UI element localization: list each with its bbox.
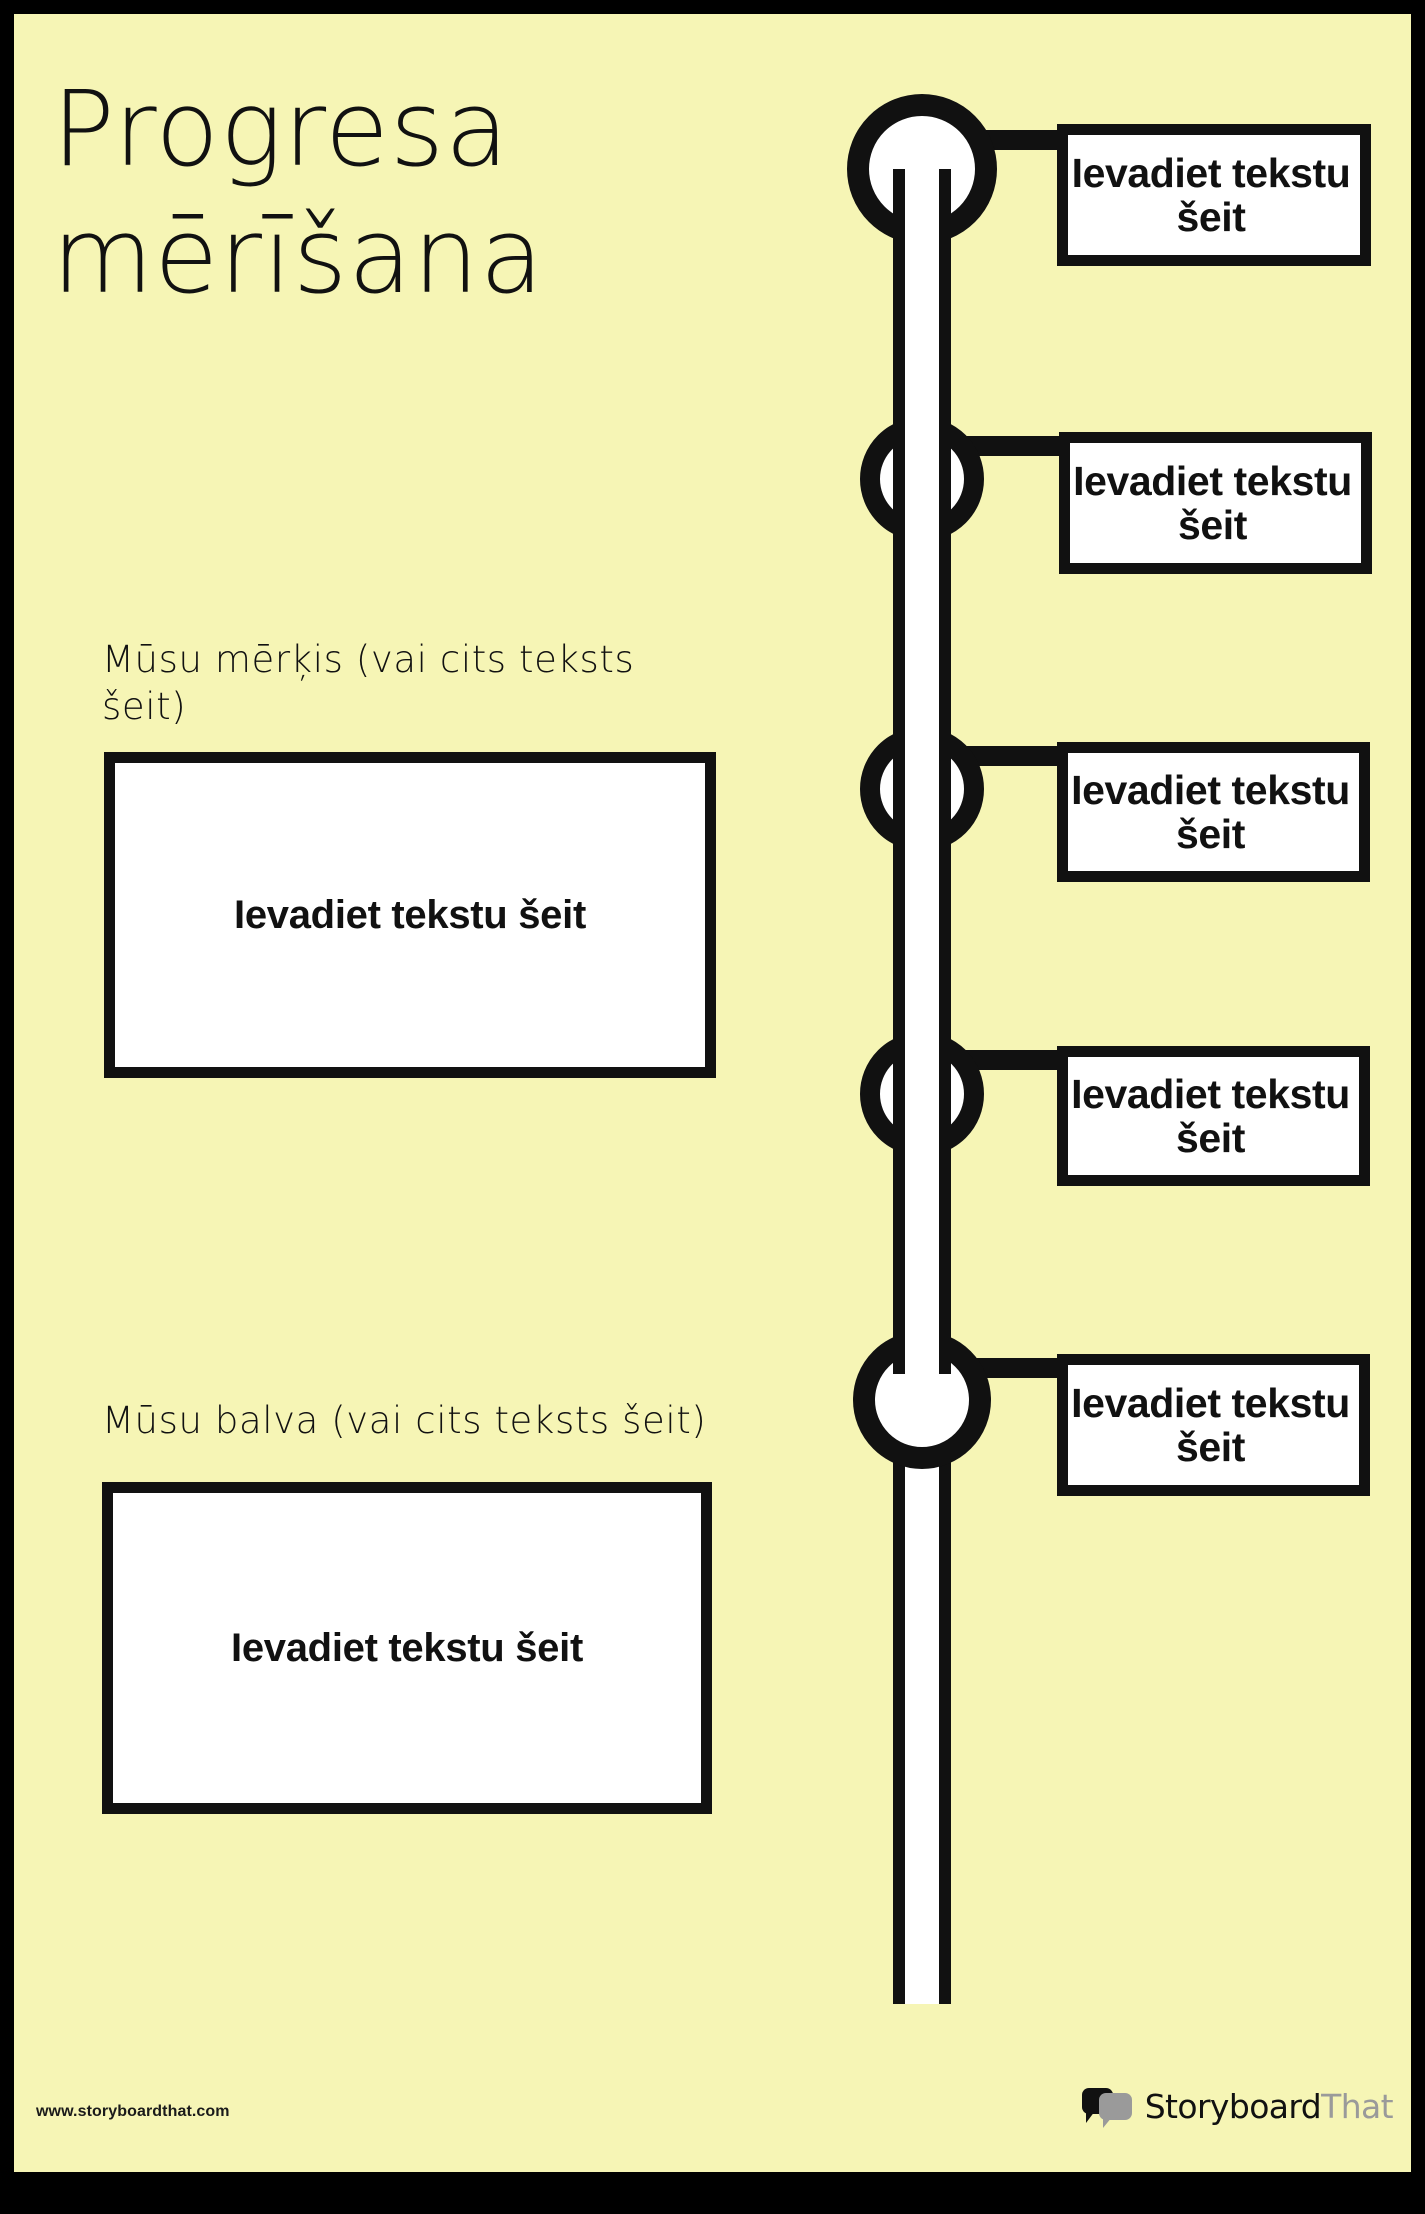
- poster-canvas: Progresa mērīšana Mūsu mērķis (vai cits …: [14, 14, 1411, 2172]
- timeline-connectors: [922, 130, 1074, 1378]
- timeline-node-4[interactable]: [860, 1032, 984, 1156]
- milestone-box-5[interactable]: Ievadiet tekstu šeit: [1057, 1354, 1370, 1496]
- milestone-box-3[interactable]: Ievadiet tekstu šeit: [1057, 742, 1370, 882]
- timeline-node-5[interactable]: [853, 1331, 991, 1469]
- storyboardthat-logo[interactable]: StoryboardThat: [1081, 2086, 1394, 2128]
- timeline-node-1[interactable]: [847, 94, 997, 244]
- footer-url[interactable]: www.storyboardthat.com: [36, 2103, 230, 2120]
- logo-wordmark: StoryboardThat: [1144, 2086, 1394, 2126]
- prize-textbox[interactable]: Ievadiet tekstu šeit: [102, 1482, 712, 1814]
- timeline-node-2[interactable]: [860, 417, 984, 541]
- milestone-label-5: Ievadiet tekstu šeit: [1071, 1379, 1350, 1470]
- goal-textbox[interactable]: Ievadiet tekstu šeit: [104, 752, 716, 1078]
- logo-text-secondary: That: [1321, 2086, 1393, 2126]
- goal-textbox-text: Ievadiet tekstu šeit: [234, 892, 586, 937]
- timeline-node-3[interactable]: [860, 727, 984, 851]
- prize-textbox-text: Ievadiet tekstu šeit: [231, 1625, 583, 1670]
- milestone-label-3: Ievadiet tekstu šeit: [1071, 766, 1350, 857]
- milestone-label-1: Ievadiet tekstu šeit: [1071, 149, 1351, 240]
- milestone-box-2[interactable]: Ievadiet tekstu šeit: [1059, 432, 1372, 574]
- page-title: Progresa mērīšana: [52, 68, 545, 317]
- logo-text-primary: Storyboard: [1144, 2086, 1322, 2126]
- milestone-label-4: Ievadiet tekstu šeit: [1071, 1070, 1350, 1161]
- goal-label: Mūsu mērķis (vai cits teksts šeit): [102, 638, 635, 729]
- milestone-box-1[interactable]: Ievadiet tekstu šeit: [1057, 124, 1371, 266]
- speech-bubbles-icon: [1081, 2086, 1136, 2128]
- milestone-label-2: Ievadiet tekstu šeit: [1073, 457, 1352, 548]
- timeline-spine-overlay: [893, 169, 951, 1374]
- prize-label: Mūsu balva (vai cits teksts šeit): [102, 1399, 707, 1442]
- milestone-box-4[interactable]: Ievadiet tekstu šeit: [1057, 1046, 1370, 1186]
